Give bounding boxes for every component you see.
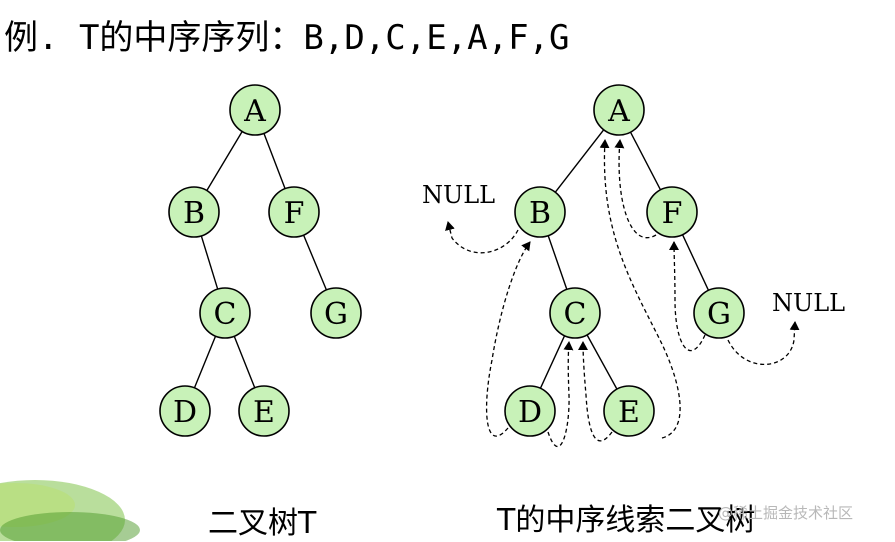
right-node-circle [504, 385, 556, 437]
right-node-circle [514, 186, 566, 238]
right-node-label: F [662, 196, 683, 231]
left-node-label: F [284, 196, 305, 231]
left-node-circle [229, 84, 281, 136]
right-edge-f-g [681, 234, 710, 291]
thread-e-to-c [578, 341, 613, 442]
right-node-circle [593, 84, 645, 136]
thread-b-to-null [445, 221, 519, 254]
left-edge-a-f [263, 133, 286, 189]
left-node-e: E [238, 385, 290, 437]
caption-binary-tree: 二叉树T [208, 506, 317, 541]
right-node-label: B [529, 196, 551, 231]
right-node-e: E [603, 385, 655, 437]
left-edge-f-g [302, 234, 328, 291]
null-label-left: NULL [422, 181, 495, 209]
page-title: 例. T的中序序列：B,D,C,E,A,F,G [4, 18, 570, 58]
right-node-circle [549, 287, 601, 339]
thread-d-to-c [547, 341, 574, 448]
right-node-circle [646, 186, 698, 238]
thread-g-to-null [727, 321, 800, 365]
left-node-label: G [324, 297, 348, 332]
thread-e-to-a [599, 139, 681, 439]
right-edge-c-d [539, 335, 566, 389]
left-node-circle [159, 385, 211, 437]
right-node-f: F [646, 186, 698, 238]
right-node-circle [603, 385, 655, 437]
right-node-g: G [693, 287, 745, 339]
left-node-circle [168, 186, 220, 238]
right-node-label: C [564, 297, 587, 332]
right-edge-a-b [554, 129, 605, 193]
left-node-c: C [199, 287, 251, 339]
left-edge-b-c [200, 235, 219, 290]
right-edge-b-c [547, 235, 568, 290]
left-edge-c-d [193, 335, 217, 389]
left-node-label: A [243, 94, 266, 129]
left-edge-c-e [233, 335, 256, 389]
right-node-d: D [504, 385, 556, 437]
left-node-b: B [168, 186, 220, 238]
right-node-circle [693, 287, 745, 339]
right-edge-c-e [586, 334, 618, 390]
right-node-label: G [707, 297, 731, 332]
left-node-circle [268, 186, 320, 238]
left-node-label: D [173, 395, 197, 430]
right-node-label: E [618, 395, 640, 430]
left-node-g: G [310, 287, 362, 339]
left-node-a: A [229, 84, 281, 136]
right-edge-a-f [629, 131, 662, 191]
thread-g-to-f [669, 241, 706, 352]
left-node-circle [238, 385, 290, 437]
left-node-circle [310, 287, 362, 339]
right-node-b: B [514, 186, 566, 238]
null-label-right: NULL [772, 289, 845, 317]
left-node-label: E [253, 395, 275, 430]
right-node-label: A [607, 94, 630, 129]
left-edge-a-b [206, 131, 243, 191]
thread-d-to-b [485, 241, 531, 437]
right-node-label: D [518, 395, 542, 430]
left-node-d: D [159, 385, 211, 437]
left-node-label: B [183, 196, 205, 231]
thread-f-to-a [614, 139, 657, 239]
left-node-label: C [214, 297, 237, 332]
right-node-c: C [549, 287, 601, 339]
right-node-a: A [593, 84, 645, 136]
leaf-decoration [0, 480, 140, 541]
left-node-circle [199, 287, 251, 339]
caption-threaded-tree: T的中序线索二叉树 [497, 503, 756, 538]
left-node-f: F [268, 186, 320, 238]
watermark: @稀土掘金技术社区 [718, 504, 854, 522]
